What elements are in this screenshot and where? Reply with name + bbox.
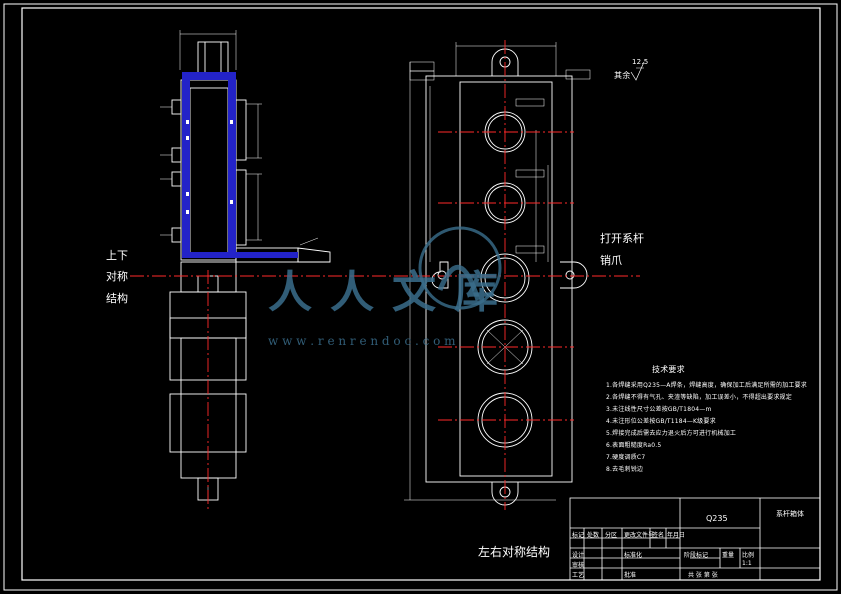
title-block-row-label: 设计 (572, 552, 585, 559)
tech-req-line: 6.表面粗糙度Ra0.5 (606, 442, 662, 449)
title-block-approve: 批准 (624, 572, 637, 579)
title-block-header: 分区 (605, 532, 618, 539)
title-block-weight: 重量 (722, 552, 735, 559)
roughness-label: 其余 (614, 71, 631, 80)
right-note-line-2: 销爪 (600, 254, 622, 267)
title-block-stage: 阶段标记 (684, 552, 709, 559)
title-block-scale-value: 1:1 (742, 560, 752, 567)
left-note-line-2: 对称 (106, 270, 128, 283)
title-block-header: 年月日 (667, 532, 686, 539)
title-block (569, 497, 821, 581)
section-hatch (182, 72, 298, 258)
left-note-line-1: 上下 (106, 249, 128, 262)
left-note-line-3: 结构 (106, 292, 128, 305)
watermark-url: w w w . r e n r e n d o c . c o m (268, 334, 456, 348)
tech-req-line: 3.未注线性尺寸公差按GB/T1804—m (606, 406, 712, 413)
tech-req-line: 5.焊接完成后需去应力退火后方可进行机械加工 (606, 430, 737, 437)
title-block-scale: 比例 (742, 552, 755, 559)
tech-req-line: 8.去毛刺锐边 (606, 466, 644, 473)
roughness-value: 12.5 (632, 58, 649, 66)
tech-req-line: 7.硬度调质C7 (606, 454, 646, 461)
title-block-name: 系杆箱体 (776, 510, 804, 518)
outer-border (3, 3, 838, 591)
title-block-sheet: 共 张 第 张 (688, 572, 718, 579)
tech-req-line: 4.未注形位公差按GB/T1184—K级要求 (606, 418, 716, 425)
title-block-material: Q235 (706, 514, 728, 523)
title-block-std: 标准化 (624, 552, 643, 559)
title-block-row-label: 审核 (572, 562, 585, 569)
tech-req-line: 2.各焊缝不得有气孔、夹渣等缺陷，加工误差小，不得超出要求规定 (606, 394, 792, 401)
title-block-row-label: 工艺 (572, 572, 585, 579)
tech-req-title: 技术要求 (652, 365, 685, 374)
bottom-view-caption: 左右对称结构 (478, 545, 551, 559)
title-block-header: 标记 (572, 532, 585, 539)
title-block-header: 更改文件号 (624, 532, 655, 539)
inner-border (21, 7, 821, 581)
weld-marks (186, 120, 233, 214)
center-lines (130, 40, 640, 510)
title-block-header: 签名 (652, 532, 665, 539)
title-block-header: 处数 (587, 532, 600, 539)
right-note-line-1: 打开系杆 (600, 232, 644, 245)
tech-req-line: 1.各焊缝采用Q235—A焊条，焊缝高度，确保加工后满足所需的加工要求 (606, 382, 808, 389)
watermark-text: 人人文库 (268, 267, 516, 318)
watermark-logo (418, 226, 502, 310)
